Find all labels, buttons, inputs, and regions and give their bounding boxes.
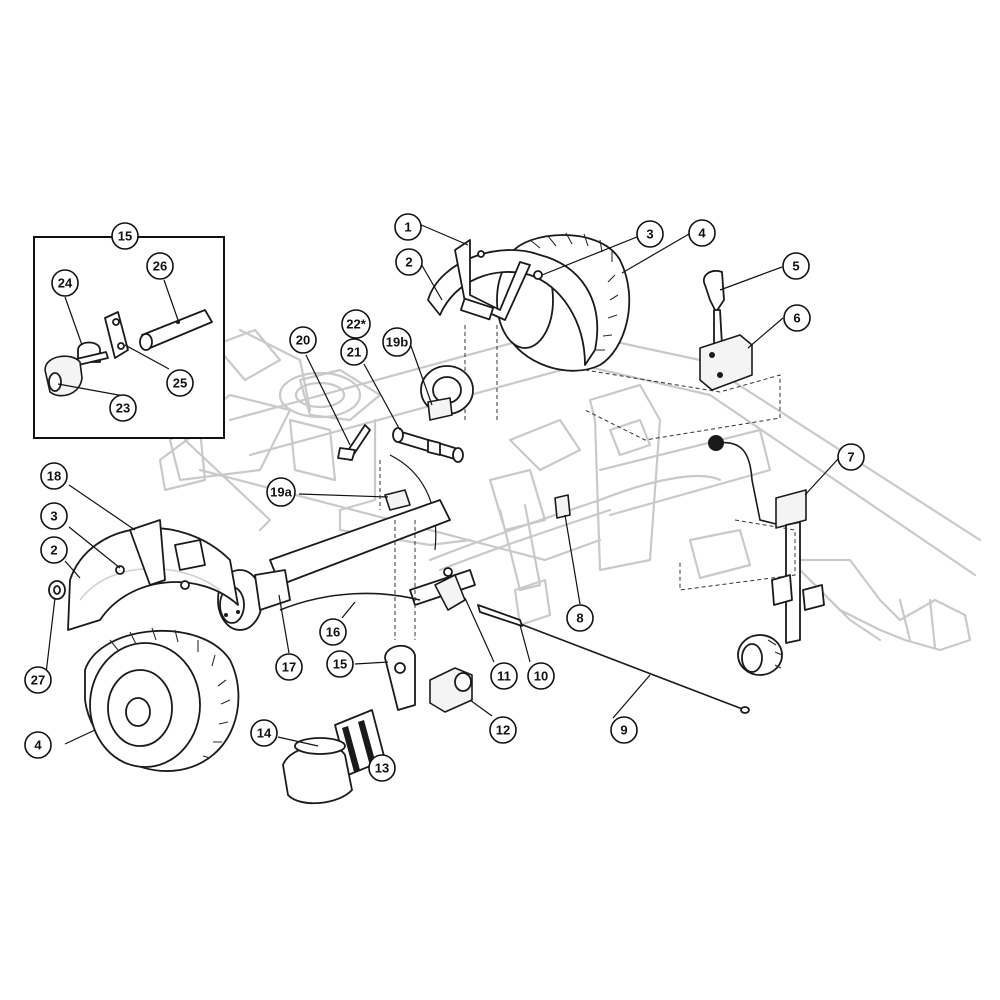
callout-16[interactable]: 16	[319, 618, 347, 646]
switch-19a	[384, 489, 411, 511]
callout-12[interactable]: 12	[489, 716, 517, 744]
callout-9[interactable]: 9	[610, 716, 638, 744]
callout-11[interactable]: 11	[490, 662, 518, 690]
lower-center-components	[282, 520, 750, 805]
lever-head	[775, 489, 807, 529]
callout-4[interactable]: 4	[688, 219, 716, 247]
callout-19b[interactable]: 19b	[382, 327, 412, 357]
callout-23[interactable]: 23	[109, 394, 137, 422]
top-fastener-3	[533, 270, 543, 280]
link-10	[477, 604, 523, 627]
svg-text:2: 2	[405, 255, 412, 270]
svg-text:4: 4	[698, 226, 706, 241]
callout-15[interactable]: 15	[326, 650, 354, 678]
svg-text:10: 10	[534, 669, 548, 684]
bracket-18	[129, 519, 166, 586]
callout-17[interactable]: 17	[275, 653, 303, 681]
svg-text:9: 9	[620, 723, 627, 738]
switch-8	[554, 494, 571, 519]
callout-1[interactable]: 1	[394, 213, 422, 241]
svg-text:25: 25	[173, 376, 187, 391]
callout-2-rear[interactable]: 2	[40, 536, 68, 564]
callout-4-rear[interactable]: 4	[24, 731, 52, 759]
callout-27[interactable]: 27	[24, 666, 52, 694]
svg-text:24: 24	[58, 276, 73, 291]
tube-26-end	[139, 333, 153, 351]
callout-10[interactable]: 10	[527, 662, 555, 690]
svg-text:26: 26	[153, 259, 167, 274]
rear-fastener-3	[115, 565, 125, 575]
cable-9	[509, 619, 746, 711]
svg-text:5: 5	[792, 259, 799, 274]
rear-left-assembly	[48, 499, 476, 772]
callout-19a[interactable]: 19a	[266, 477, 296, 507]
cylinder-21	[394, 429, 459, 461]
svg-text:19b: 19b	[386, 335, 408, 350]
bracket-15	[384, 645, 416, 711]
callout-3-rear[interactable]: 3	[40, 502, 68, 530]
svg-text:11: 11	[497, 669, 511, 684]
svg-text:14: 14	[257, 726, 272, 741]
callout-8[interactable]: 8	[566, 604, 594, 632]
callout-15-inset[interactable]: 15	[111, 222, 139, 250]
leader-lines	[44, 223, 839, 752]
center-components	[337, 365, 571, 551]
svg-text:20: 20	[296, 333, 310, 348]
svg-text:1: 1	[404, 220, 411, 235]
svg-text:4: 4	[34, 738, 42, 753]
svg-text:15: 15	[118, 229, 132, 244]
svg-text:3: 3	[50, 509, 57, 524]
callout-14[interactable]: 14	[250, 719, 278, 747]
svg-text:13: 13	[375, 761, 389, 776]
svg-text:15: 15	[333, 657, 347, 672]
cable-16	[279, 592, 421, 611]
pivot-11	[434, 574, 466, 611]
callout-24[interactable]: 24	[51, 269, 79, 297]
callout-6[interactable]: 6	[783, 304, 811, 332]
svg-text:6: 6	[793, 311, 800, 326]
svg-text:16: 16	[326, 625, 340, 640]
svg-text:17: 17	[282, 660, 296, 675]
lever-assembly-7	[679, 435, 825, 676]
callouts: 1 2 3 4 5 6 7 8 9 10 11 12 13 14 15 15 1…	[24, 213, 865, 782]
svg-text:19a: 19a	[270, 485, 292, 500]
svg-text:8: 8	[576, 611, 583, 626]
callout-5[interactable]: 5	[782, 252, 810, 280]
svg-text:21: 21	[347, 345, 361, 360]
svg-text:12: 12	[496, 723, 510, 738]
callout-22[interactable]: 22*	[341, 309, 371, 339]
callout-18[interactable]: 18	[40, 462, 68, 490]
svg-text:7: 7	[847, 450, 854, 465]
svg-text:2: 2	[50, 543, 57, 558]
shift-knob-5	[702, 270, 725, 313]
lever-post	[785, 521, 801, 644]
callout-25[interactable]: 25	[166, 369, 194, 397]
switch-box-6	[699, 334, 753, 391]
svg-text:22*: 22*	[346, 317, 366, 332]
callout-21[interactable]: 21	[340, 338, 368, 366]
callout-7[interactable]: 7	[837, 443, 865, 471]
svg-text:3: 3	[646, 227, 653, 242]
callout-26[interactable]: 26	[146, 252, 174, 280]
top-wheel-assembly	[427, 232, 631, 420]
callout-20[interactable]: 20	[289, 326, 317, 354]
shifter-assembly	[584, 270, 781, 441]
callout-3[interactable]: 3	[636, 220, 664, 248]
vehicle-frame-outline	[158, 328, 982, 652]
svg-text:27: 27	[31, 673, 45, 688]
svg-text:23: 23	[116, 401, 130, 416]
svg-text:18: 18	[47, 469, 61, 484]
callout-2[interactable]: 2	[395, 248, 423, 276]
callout-13[interactable]: 13	[368, 754, 396, 782]
